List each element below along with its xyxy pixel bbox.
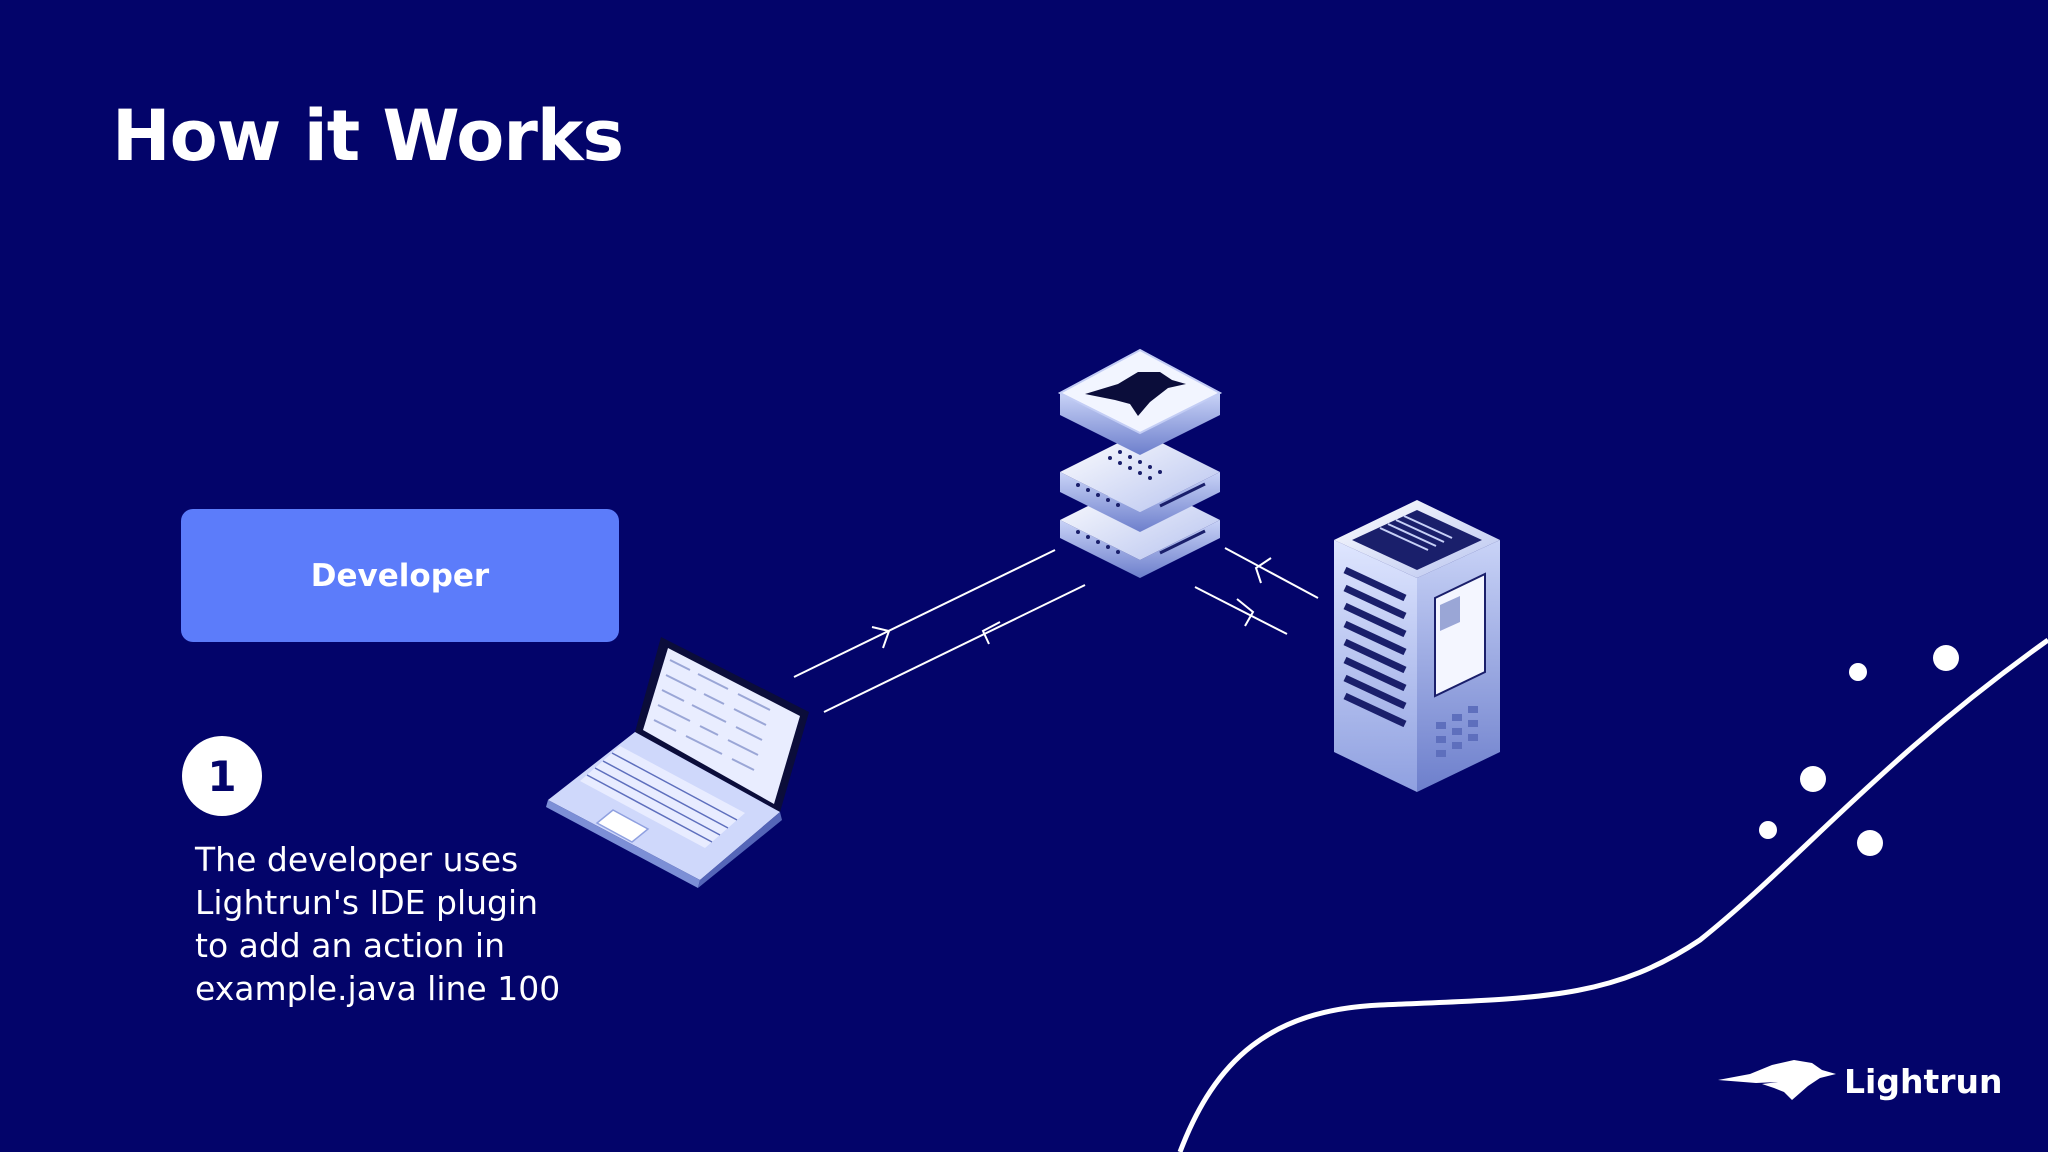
- connection-hub-to-server: [1194, 586, 1288, 635]
- lightrun-brand: Lightrun: [1716, 1056, 2003, 1106]
- connection-hub-to-laptop: [823, 584, 1086, 713]
- lightrun-server-stack-icon: [1057, 348, 1223, 578]
- connection-laptop-to-hub: [793, 549, 1056, 678]
- server-tower-icon: [1334, 500, 1500, 792]
- lightrun-logo-icon: [1718, 1060, 1836, 1100]
- step-description-line: to add an action in: [195, 926, 506, 965]
- step-number-badge: 1: [182, 736, 262, 816]
- developer-label: Developer: [310, 557, 490, 594]
- developer-box: Developer: [181, 509, 619, 642]
- laptop-icon: [546, 637, 809, 888]
- connection-server-to-hub: [1224, 547, 1319, 599]
- decorative-dots: [1759, 645, 1959, 856]
- brand-name: Lightrun: [1844, 1061, 2003, 1101]
- step-description-line: Lightrun's IDE plugin: [195, 883, 539, 922]
- step-description-line: The developer uses: [195, 840, 519, 879]
- step-description-line: example.java line 100: [195, 969, 561, 1008]
- step-description: The developer uses Lightrun's IDE plugin…: [195, 838, 615, 1010]
- decorative-curve: [1177, 637, 2048, 1152]
- slide-title: How it Works: [112, 95, 624, 177]
- step-number: 1: [207, 751, 237, 801]
